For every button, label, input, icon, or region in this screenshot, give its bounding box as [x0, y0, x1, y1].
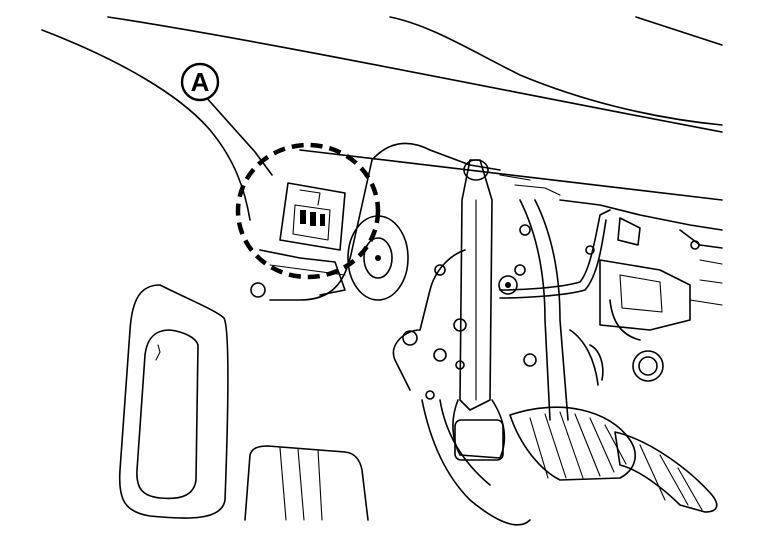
dashboard-outline: [41, 16, 723, 221]
callout-a-label: A: [191, 67, 210, 97]
fasteners: [425, 240, 700, 400]
left-trim-panel: [118, 284, 229, 519]
floor-mat: [244, 445, 369, 521]
mounting-boss: [347, 215, 409, 301]
linkage: [498, 199, 611, 421]
right-mechanism: [499, 174, 723, 386]
callout-a: A: [180, 62, 220, 102]
accelerator-pedal: [509, 406, 636, 481]
pedal-arm: [452, 159, 506, 461]
callout-leader-line: [204, 95, 273, 176]
switch-component: [250, 182, 346, 298]
brake-pedal-pad: [614, 431, 718, 513]
highlight-dashed-circle: [235, 142, 381, 280]
